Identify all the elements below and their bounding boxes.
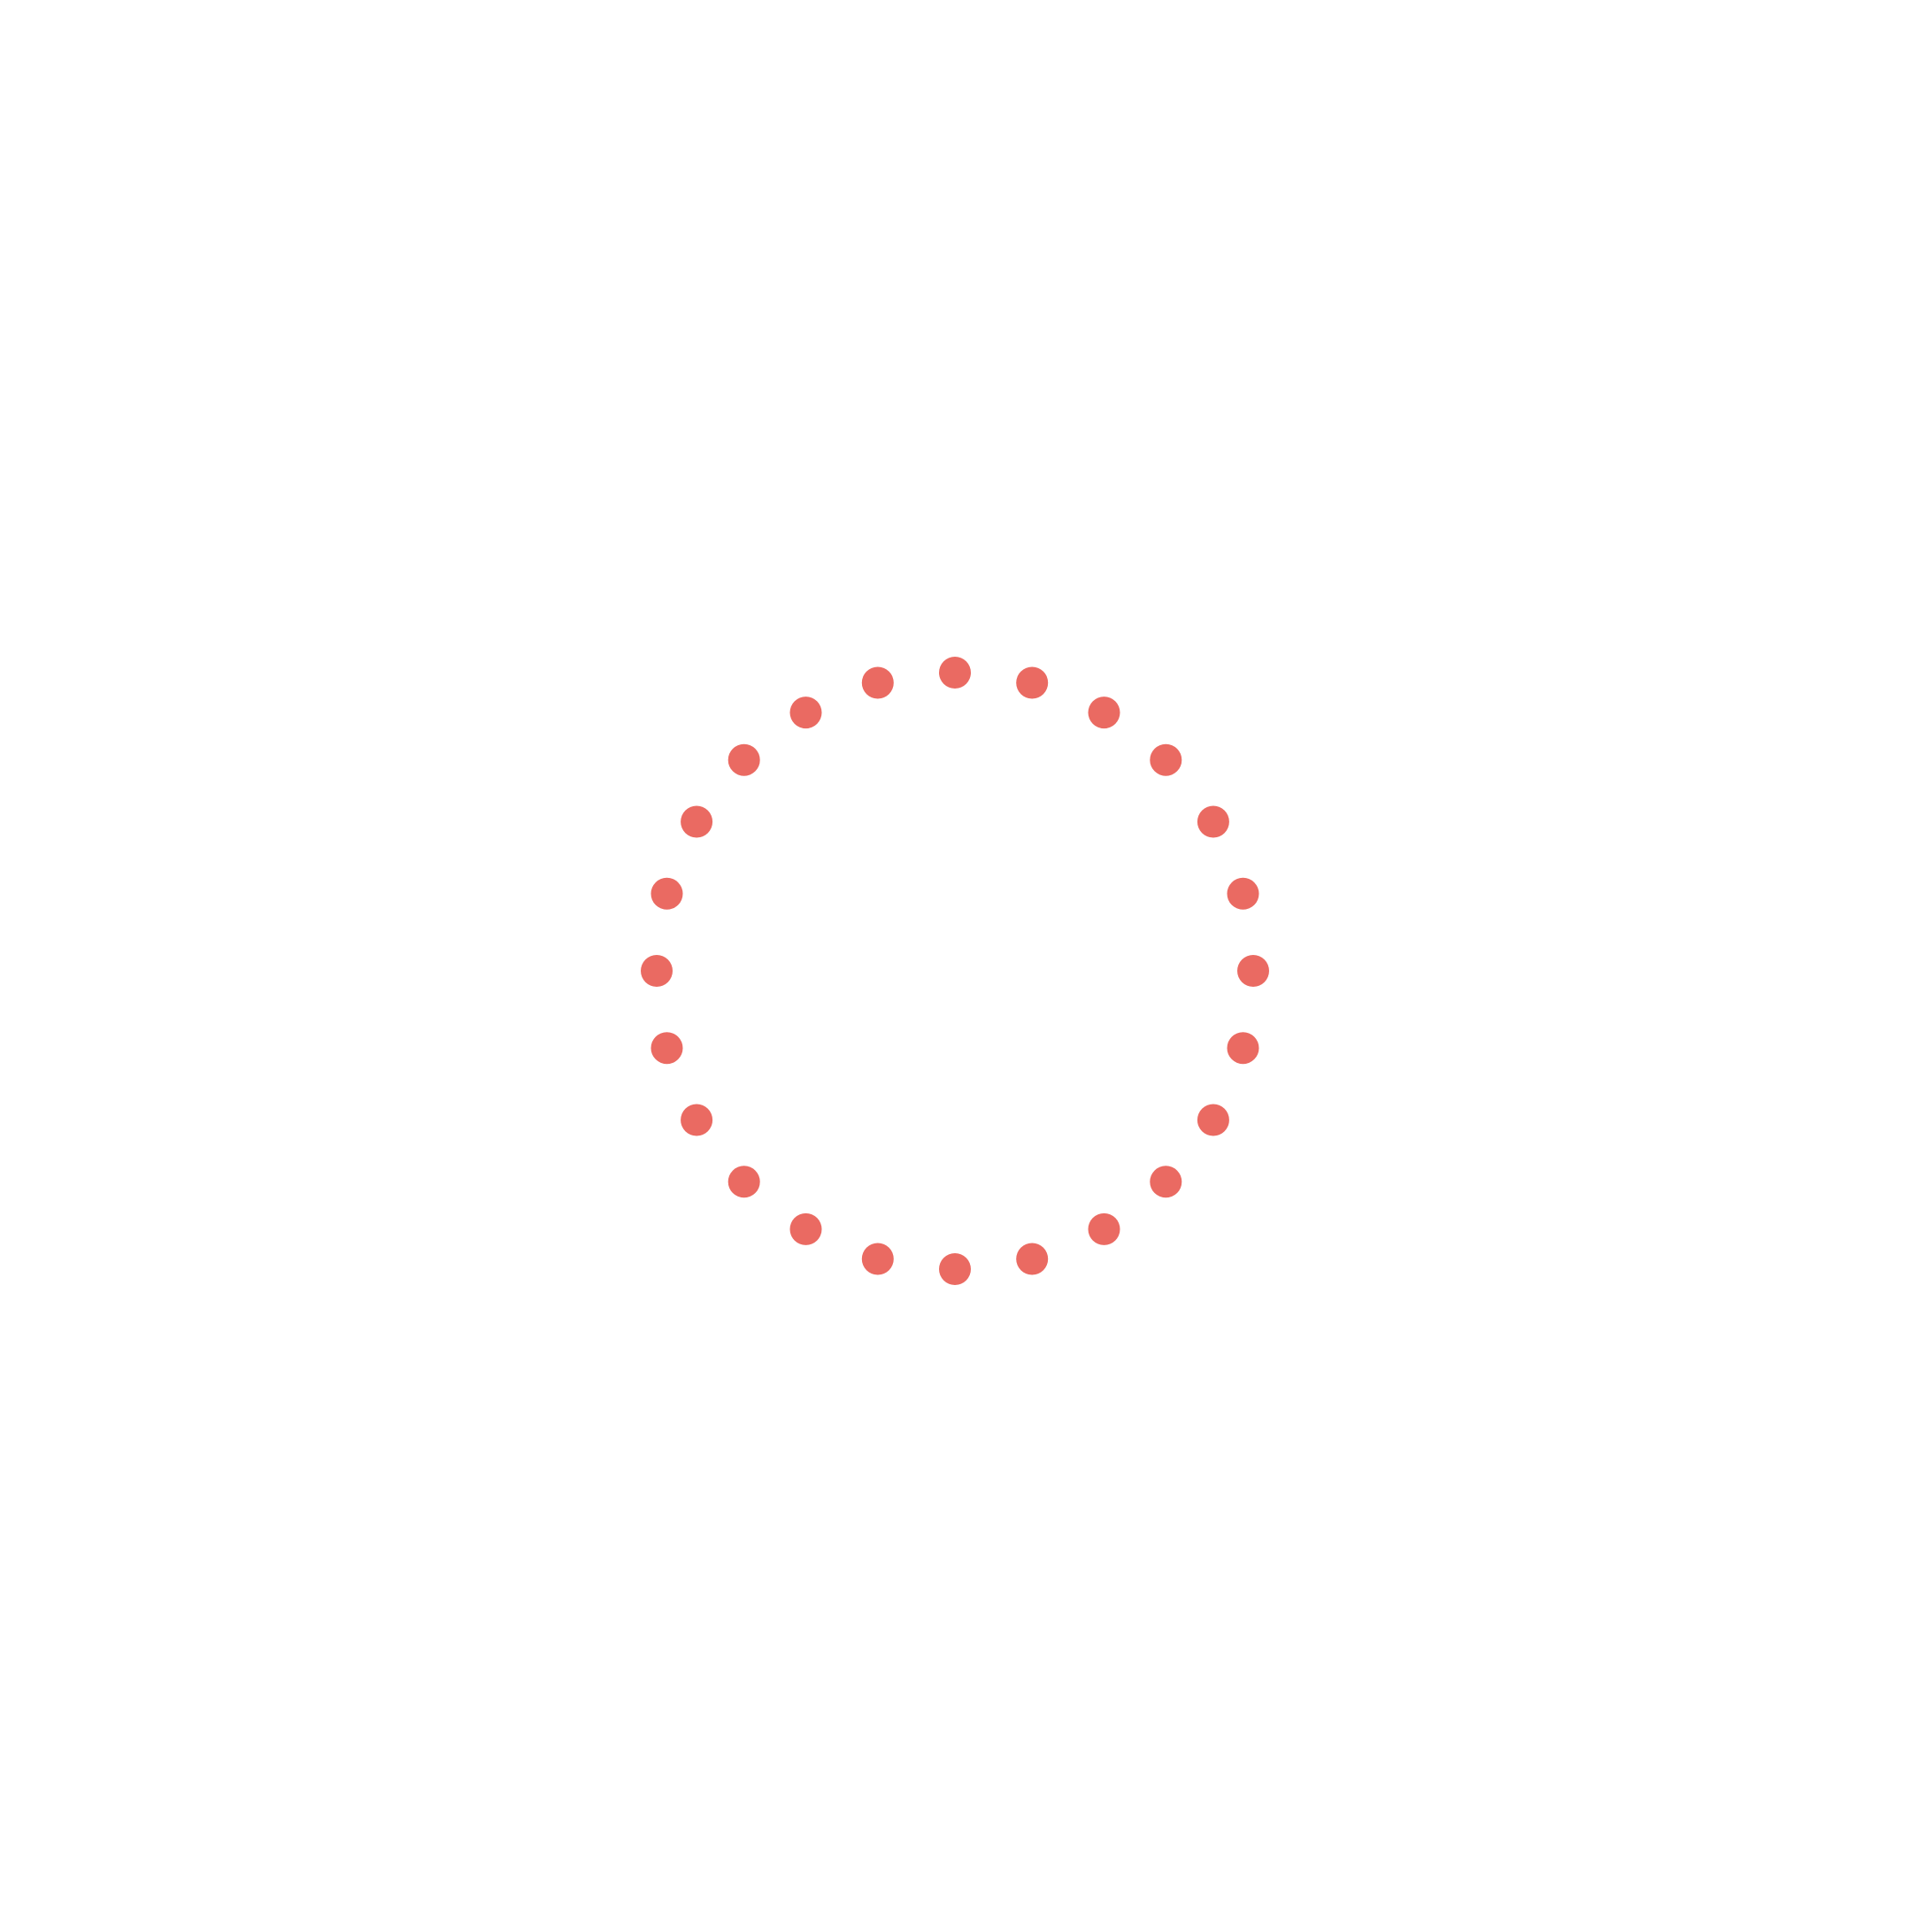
spinner-dot [789, 1212, 822, 1245]
spinner-dot [1088, 1212, 1120, 1245]
spinner-dot [641, 955, 673, 987]
spinner-dot [1150, 1166, 1182, 1198]
spinner-dot [939, 1253, 971, 1285]
spinner-dot [727, 1166, 760, 1198]
spinner-dot [650, 877, 683, 910]
spinner-dot [861, 666, 894, 699]
spinner-dot [1197, 805, 1229, 838]
spinner-dot [681, 805, 713, 838]
spinner-dot [939, 657, 971, 689]
spinner-dot [681, 1104, 713, 1136]
spinner-dot [727, 743, 760, 776]
spinner-dot [1016, 666, 1049, 699]
spinner-dot [1016, 1243, 1049, 1275]
spinner-dot [789, 697, 822, 729]
spinner-dot [1088, 697, 1120, 729]
spinner-dot [1227, 1032, 1259, 1065]
spinner-dot [1150, 743, 1182, 776]
spinner-dot [861, 1243, 894, 1275]
spinner-dot [650, 1032, 683, 1065]
spinner-dot [1237, 955, 1269, 987]
spinner-dot [1197, 1104, 1229, 1136]
spinner-dot [1227, 877, 1259, 910]
